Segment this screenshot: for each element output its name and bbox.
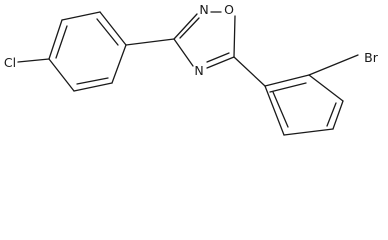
atom-label-n2: N xyxy=(199,2,208,17)
bond-c-br xyxy=(308,54,359,76)
bond-c-cl xyxy=(17,58,50,63)
bond-cp-5-inner xyxy=(76,77,109,85)
bond-cp-1-inner xyxy=(96,18,119,46)
bond-c5-phenyl xyxy=(233,56,266,87)
bond-cp-3-inner xyxy=(55,25,68,59)
bond-c5-n4 xyxy=(206,56,235,69)
bond-bp-5 xyxy=(264,85,285,136)
bond-bp-5-inner xyxy=(272,91,289,128)
bond-lines xyxy=(17,11,359,136)
atom-label-o1: O xyxy=(224,2,234,17)
bond-n4-c3 xyxy=(173,38,194,67)
bond-bp-4 xyxy=(283,128,334,136)
bond-c3-n2-inner xyxy=(179,17,200,39)
bond-bp-3-inner xyxy=(326,102,337,127)
bond-cp-5 xyxy=(73,82,113,92)
bond-cp-2 xyxy=(61,11,101,21)
bond-c3-phenyl xyxy=(125,38,175,46)
bond-o1-c5 xyxy=(233,15,236,58)
bond-cp-3 xyxy=(48,19,63,60)
bond-bp-2 xyxy=(308,74,344,102)
bond-c3-n2 xyxy=(173,13,198,40)
atom-label-cl: Cl xyxy=(4,55,16,70)
bond-bp-1-inner xyxy=(269,82,307,93)
atom-label-n4: N xyxy=(194,63,203,78)
bond-c5-n4-inner xyxy=(206,52,230,63)
chemical-structure: N O N Cl Br xyxy=(4,2,379,136)
bond-cp-4 xyxy=(48,58,75,92)
bond-cp-6 xyxy=(111,44,127,84)
bond-cp-1 xyxy=(99,11,127,46)
bond-bp-3 xyxy=(332,100,344,130)
bond-bp-1 xyxy=(264,74,310,87)
atom-label-br: Br xyxy=(364,50,379,65)
atom-labels: N O N Cl Br xyxy=(4,2,379,78)
